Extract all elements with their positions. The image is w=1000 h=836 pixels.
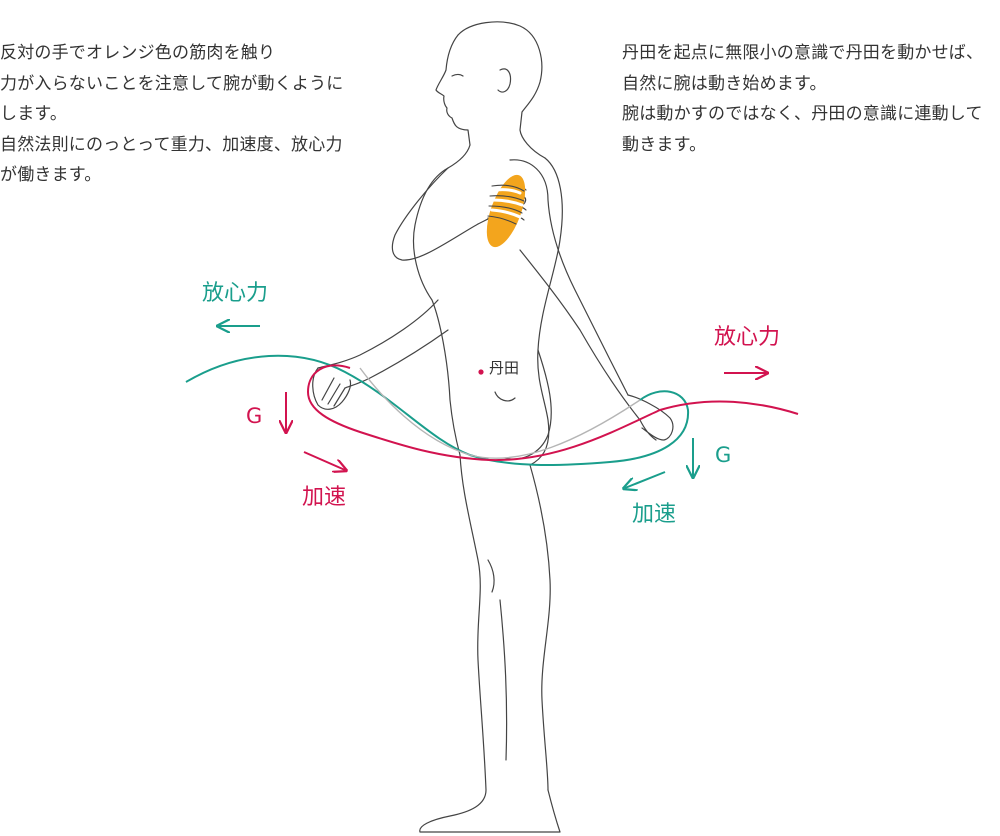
- eye: [451, 73, 464, 77]
- left-accel-label: 加速: [302, 485, 346, 510]
- right-accel-label: 加速: [632, 502, 676, 527]
- right-centrifugal-label: 放心力: [714, 325, 780, 350]
- head-outline: [457, 21, 546, 159]
- left-centrifugal-label: 放心力: [202, 281, 268, 306]
- tanden-label: 丹田: [489, 359, 519, 377]
- hip-mark: [494, 391, 516, 402]
- torso-front: [412, 167, 461, 456]
- right-description: 丹田を起点に無限小の意識で丹田を動かせば、 自然に腕は動き始めます。 腕は動かす…: [622, 43, 984, 155]
- crimson-trajectory: [306, 364, 799, 462]
- neck-front: [447, 144, 471, 169]
- right-forearm-lower: [519, 249, 641, 421]
- knee: [487, 559, 495, 593]
- left-hand-forward: [312, 367, 352, 410]
- left-upper-arm: [391, 167, 479, 261]
- human-figure: [312, 21, 674, 833]
- right-accel-arrow: [625, 471, 666, 488]
- back-line: [529, 157, 563, 466]
- tanden-dot: [478, 369, 484, 375]
- gray-trajectory: [359, 367, 641, 459]
- right-upper-arm: [509, 159, 629, 396]
- fingers-outline: [487, 184, 525, 225]
- back-leg: [529, 464, 551, 791]
- left-arm-forward-lower: [344, 329, 449, 389]
- right-gravity-label: G: [715, 443, 731, 467]
- left-description: 反対の手でオレンジ色の筋肉を触り 力が入らないことを注意して腕が動くように しま…: [0, 43, 344, 185]
- left-arm-forward: [317, 299, 439, 369]
- face-profile: [435, 34, 471, 146]
- right-hand: [627, 394, 674, 441]
- left-accel-arrow: [303, 451, 345, 470]
- front-leg: [419, 454, 561, 833]
- ear: [497, 68, 512, 93]
- fingers-over-muscle: [490, 188, 524, 219]
- teal-trajectory: [185, 354, 690, 467]
- shin-line: [499, 599, 508, 761]
- left-gravity-label: G: [246, 404, 262, 428]
